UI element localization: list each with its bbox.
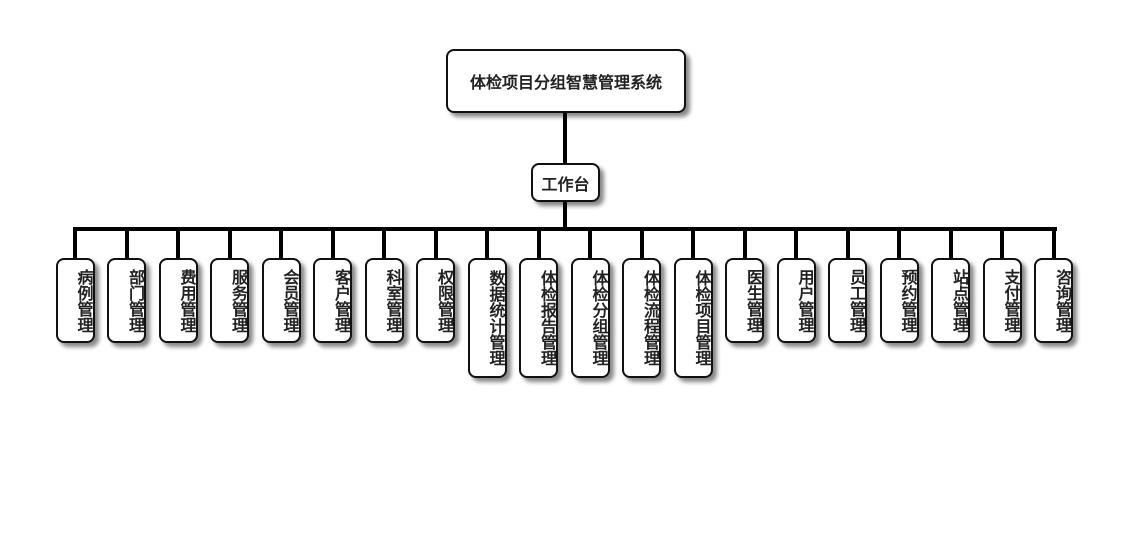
connector-hub-bus	[563, 202, 567, 230]
connector-child	[279, 229, 283, 259]
child-node[interactable]: 数据统计管理	[467, 258, 507, 378]
child-node[interactable]: 用户管理	[776, 258, 816, 343]
connector-child	[124, 229, 129, 259]
child-node[interactable]: 医生管理	[725, 258, 764, 343]
child-node[interactable]: 员工管理	[828, 258, 867, 343]
connector-child	[588, 229, 592, 259]
connector-root-hub	[563, 113, 567, 163]
child-node[interactable]: 客户管理	[313, 258, 352, 343]
child-node[interactable]: 支付管理	[982, 258, 1022, 343]
connector-child	[1000, 229, 1004, 259]
root-node[interactable]: 体检项目分组智慧管理系统	[446, 49, 686, 113]
connector-child	[536, 229, 541, 259]
connector-child	[691, 229, 695, 259]
child-node[interactable]: 预约管理	[879, 258, 919, 343]
connector-bus	[73, 227, 1057, 231]
connector-child	[330, 229, 335, 259]
connector-child	[794, 229, 798, 259]
connector-child	[176, 229, 180, 259]
connector-child	[845, 229, 850, 259]
child-node[interactable]: 体检流程管理	[622, 258, 661, 378]
connector-child	[73, 229, 77, 259]
connector-child	[227, 229, 232, 259]
child-node[interactable]: 科室管理	[364, 258, 404, 343]
child-node[interactable]: 咨询管理	[1034, 258, 1073, 343]
child-node[interactable]: 站点管理	[931, 258, 970, 343]
child-node[interactable]: 费用管理	[158, 258, 198, 343]
child-node[interactable]: 体检报告管理	[519, 258, 558, 378]
connector-child	[639, 229, 644, 259]
child-node[interactable]: 会员管理	[261, 258, 301, 343]
child-node[interactable]: 体检项目管理	[673, 258, 713, 378]
connector-child	[1051, 229, 1056, 259]
child-node[interactable]: 病例管理	[55, 258, 95, 343]
connector-child	[948, 229, 953, 259]
hub-node[interactable]: 工作台	[531, 163, 600, 202]
child-node[interactable]: 权限管理	[416, 258, 455, 343]
connector-child	[433, 229, 438, 259]
child-node[interactable]: 体检分组管理	[570, 258, 610, 378]
connector-child	[382, 229, 386, 259]
connector-child	[485, 229, 489, 259]
child-node[interactable]: 服务管理	[210, 258, 249, 343]
child-node[interactable]: 部门管理	[107, 258, 146, 343]
connector-child	[742, 229, 747, 259]
connector-child	[897, 229, 901, 259]
